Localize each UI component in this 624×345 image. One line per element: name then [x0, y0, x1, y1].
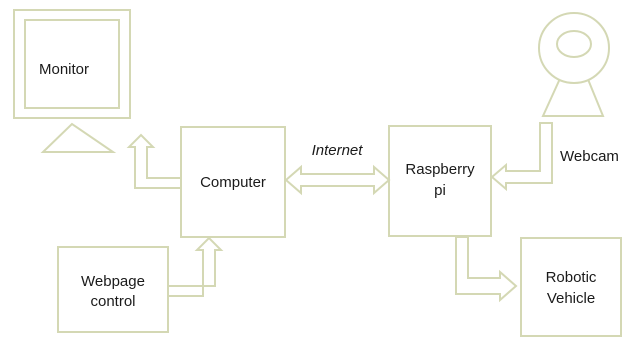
arrow-webcam-to-raspberry: [490, 122, 553, 192]
arrow-internet-link: [284, 164, 391, 196]
monitor-screen: [24, 19, 120, 109]
raspberry-label-line2: pi: [434, 182, 446, 199]
arrow-raspberry-to-robotic: [455, 236, 518, 303]
arrow-computer-to-monitor: [126, 133, 182, 189]
webcam-icon: [538, 12, 610, 117]
robotic-vehicle-box: [520, 237, 622, 337]
raspberry-label-line1: Raspberry: [405, 161, 475, 178]
webpage-label-line2: control: [90, 293, 135, 310]
monitor-stand: [40, 122, 117, 153]
raspberry-pi-box: [388, 125, 492, 237]
monitor-node: [13, 9, 131, 153]
robotic-label-line2: Vehicle: [547, 290, 595, 307]
webcam-lens: [556, 30, 592, 58]
internet-label: Internet: [312, 142, 364, 159]
webcam-label: Webcam: [560, 148, 619, 165]
computer-box: [180, 126, 286, 238]
monitor-label: Monitor: [39, 61, 89, 78]
arrow-webpage-to-computer: [167, 236, 224, 297]
computer-label: Computer: [200, 174, 266, 191]
webpage-label-line1: Webpage: [81, 273, 145, 290]
robotic-label-line1: Robotic: [546, 269, 597, 286]
